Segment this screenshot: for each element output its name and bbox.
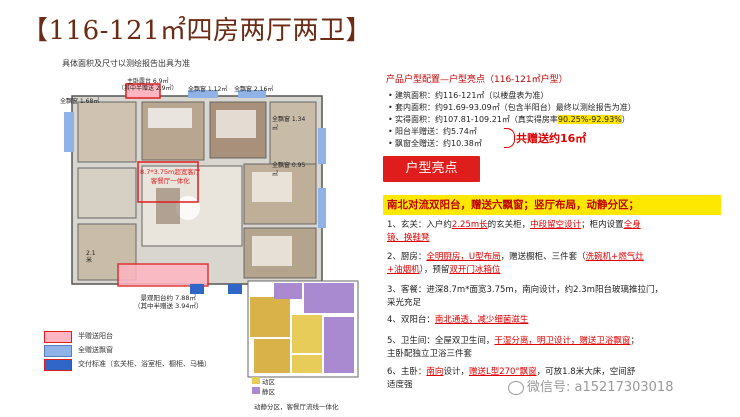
gift-total-note: 共赠送约16㎡ bbox=[516, 132, 587, 145]
floor-plan bbox=[64, 83, 326, 294]
bay-window-label-right1: 全飘窗 1.34㎡ bbox=[272, 116, 306, 132]
master-terrace-label: 主卧露台 6.9㎡ （其中半赠送 2.9㎡） bbox=[118, 78, 178, 92]
highlights-badge: 户型亮点 bbox=[383, 156, 480, 182]
legend-swatch bbox=[44, 331, 72, 343]
page-title: 【116-121㎡四房两厅两卫】 bbox=[22, 16, 373, 46]
highlights-banner: 南北对流双阳台，赠送六飘窗；竖厅布局，动静分区； bbox=[383, 195, 721, 215]
zoning-legend-active: 动区 bbox=[262, 378, 275, 386]
spec-balcony-gift: •阳台半赠送：约5.74㎡ bbox=[388, 127, 477, 136]
plan-subtitle: 具体面积及尺寸以测绘报告出具为准 bbox=[62, 59, 190, 68]
highlight-item-bathroom: 5、卫生间：全屋双卫生间，干湿分离，明卫设计，赠送卫浴飘窗； 主卧配独立卫浴三件… bbox=[387, 336, 639, 359]
highlight-item-living-dining: 3、客餐：进深8.7m*面宽3.75m，南向设计，约2.3m阳台玻璃推拉门， 采… bbox=[387, 285, 663, 308]
spec-building-area: •建筑面积：约116-121㎡（以楼盘表为准） bbox=[388, 91, 549, 100]
wechat-icon bbox=[508, 380, 524, 395]
legend-item-half-balcony: 半赠送阳台 bbox=[44, 331, 294, 343]
highlight-item-entry: 1、玄关：入户约2.25m长的玄关柜，中段留空设计；柜内设置全身 镜、换鞋凳 bbox=[387, 220, 641, 243]
config-title: 产品户型配置—户型亮点（116-121㎡户型） bbox=[386, 75, 568, 85]
highlight-item-master-bedroom: 6、主卧：南向设计，赠送L型270°飘窗，可放1.8米大床，空间舒 适度强 bbox=[387, 367, 636, 390]
bay-window-label-2: 全飘窗 2.16㎡ bbox=[234, 86, 274, 93]
spec-actual-area: •实得面积：约107.81-109.21㎡（真实得房率90.25%-92.93%… bbox=[388, 115, 630, 124]
highlight-item-kitchen: 2、厨房：全明厨房，U型布局，赠送橱柜、三件套（洗碗机+燃气灶 +油烟机），预留… bbox=[387, 252, 644, 275]
legend-item-bay-window: 全赠送飘窗 bbox=[44, 345, 294, 357]
living-room-note: 8.7*3.75m超宽客厅 客餐厅一体化 bbox=[140, 168, 201, 185]
legend-item-delivery-standard: 交付标准（玄关柜、浴室柜、橱柜、马桶） bbox=[44, 359, 294, 371]
zoning-plan bbox=[247, 280, 359, 394]
watermark: 微信号: a15217303018 bbox=[508, 376, 673, 395]
spec-bay-gift: •飘窗全赠送：约10.38㎡ bbox=[388, 139, 482, 148]
dimension-label: 2.1 米 bbox=[86, 250, 96, 264]
bay-window-label-left: 全飘窗 1.68㎡ bbox=[60, 98, 100, 105]
gift-brace bbox=[504, 128, 515, 148]
zoning-legend-quiet: 静区 bbox=[262, 388, 275, 396]
spec-inner-area: •套内面积：约91.69-93.09㎡（包含半阳台）最终以测绘报告为准） bbox=[388, 103, 636, 112]
balcony-label: 景观阳台约 7.88㎡ （其中半赠送 3.94㎡） bbox=[134, 294, 203, 310]
highlight-item-balconies: 4、双阳台：南北通透，减少细菌滋生 bbox=[387, 315, 529, 325]
legend-swatch bbox=[44, 359, 72, 371]
bay-window-label-1: 全飘窗 1.12㎡ bbox=[188, 86, 228, 93]
legend-swatch bbox=[44, 345, 72, 357]
bay-window-label-right2: 全飘窗 0.95㎡ bbox=[272, 162, 306, 178]
zoning-caption: 动静分区，客餐厅流线一体化 bbox=[254, 403, 339, 411]
